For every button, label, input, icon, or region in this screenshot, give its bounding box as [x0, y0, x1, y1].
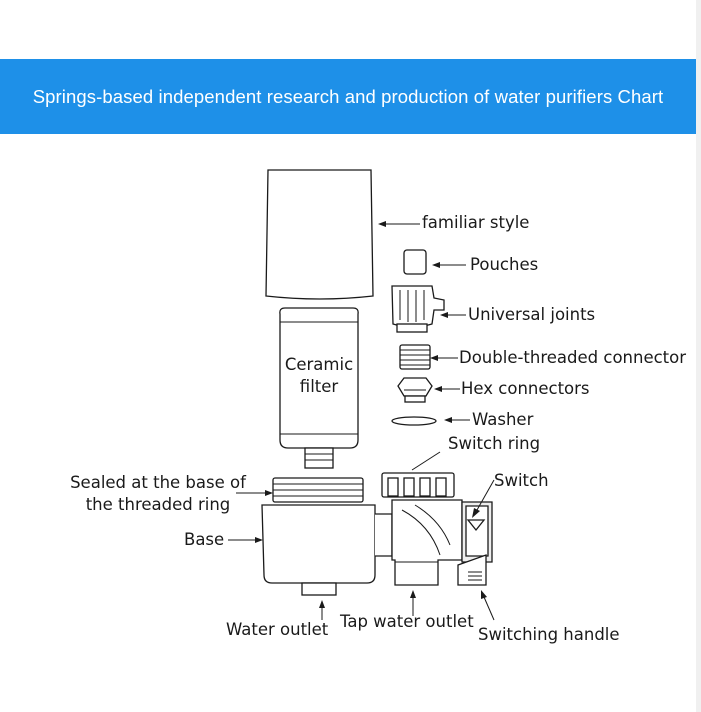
page-title: Springs-based independent research and p…	[32, 85, 664, 107]
label-pouches: Pouches	[470, 255, 538, 274]
label-sealed-line2: the threaded ring	[86, 495, 231, 514]
universal-joint-part	[391, 285, 445, 333]
label-tap-water-outlet: Tap water outlet	[339, 612, 474, 631]
label-switch-ring: Switch ring	[448, 434, 540, 453]
page-edge	[696, 0, 701, 712]
leader-lines	[228, 221, 495, 621]
label-sealed-line1: Sealed at the base of	[70, 473, 247, 492]
base	[261, 504, 393, 596]
header-banner: Springs-based independent research and p…	[0, 59, 696, 134]
filter-label-line2: filter	[300, 377, 339, 396]
switch-body	[381, 472, 493, 586]
label-double-threaded-connector: Double-threaded connector	[459, 348, 686, 367]
threaded-ring	[272, 477, 364, 503]
label-switch: Switch	[494, 471, 549, 490]
pouches-part	[403, 249, 427, 275]
label-familiar-style: familiar style	[422, 213, 529, 232]
filter-label-line1: Ceramic	[285, 355, 353, 374]
housing-cap	[265, 169, 374, 300]
label-hex-connectors: Hex connectors	[461, 379, 590, 398]
label-water-outlet: Water outlet	[226, 620, 329, 639]
label-base: Base	[184, 530, 224, 549]
ceramic-filter: Ceramic filter	[279, 307, 359, 469]
label-universal-joints: Universal joints	[468, 305, 595, 324]
label-washer: Washer	[472, 410, 534, 429]
double-threaded-connector-part	[399, 344, 431, 370]
washer-part	[391, 416, 437, 426]
hex-connector-part	[397, 377, 433, 403]
label-switching-handle: Switching handle	[478, 625, 620, 644]
